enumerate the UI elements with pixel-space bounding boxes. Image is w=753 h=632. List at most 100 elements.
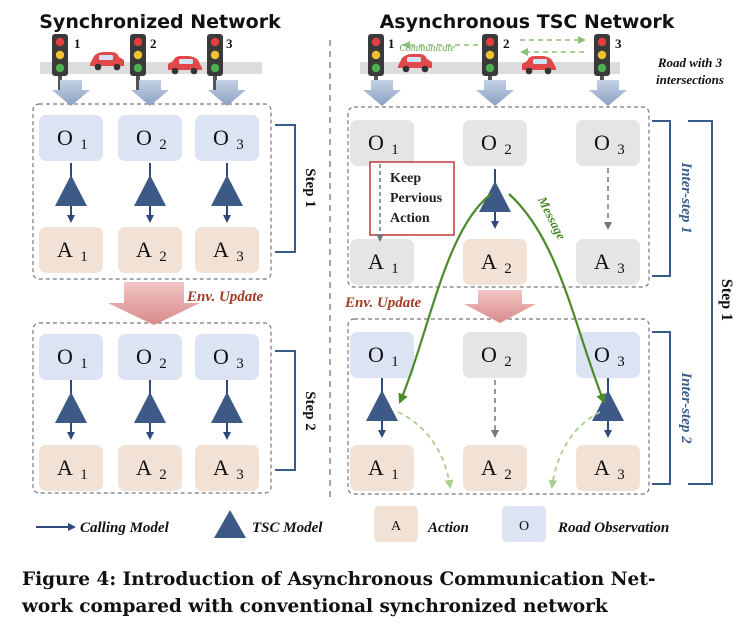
- observation-box: [39, 334, 103, 380]
- node-subscript: 2: [159, 356, 167, 372]
- red-lamp: [371, 37, 381, 47]
- tsc-model-icon: [134, 175, 166, 206]
- wheel: [190, 67, 198, 75]
- wheel: [544, 67, 552, 75]
- left-road: [40, 62, 262, 74]
- left-step1-bracket: [275, 124, 296, 253]
- tsc-model-icon: [479, 181, 511, 212]
- node-subscript: 2: [504, 354, 512, 370]
- action-box: [118, 227, 182, 273]
- node-letter: A: [213, 455, 229, 480]
- observation-box: [39, 115, 103, 161]
- keep-action-line1: Keep: [390, 171, 421, 186]
- observation-box: [463, 332, 527, 378]
- node-letter: A: [136, 237, 152, 262]
- car-icon: [168, 56, 202, 75]
- node-subscript: 2: [159, 137, 167, 153]
- node-subscript: 3: [617, 354, 625, 370]
- input-arrow: [476, 80, 514, 106]
- right-step1-bracket: [688, 120, 713, 485]
- node-subscript: 3: [617, 261, 625, 277]
- wheel: [113, 63, 121, 71]
- yellow-lamp: [133, 50, 143, 60]
- green-lamp: [597, 63, 607, 73]
- legend-action-label: Action: [427, 520, 469, 536]
- car-window: [407, 57, 421, 62]
- green-lamp: [485, 63, 495, 73]
- node-letter: O: [594, 130, 610, 155]
- node-letter: A: [57, 455, 73, 480]
- wheel: [421, 65, 429, 73]
- tsc-models: [55, 163, 624, 440]
- node-subscript: 3: [236, 249, 244, 265]
- figure-caption: Figure 4: Introduction of Asynchronous C…: [22, 566, 742, 620]
- car-icon: [522, 56, 556, 75]
- tsc-model-icon: [211, 175, 243, 206]
- node-letter: A: [136, 455, 152, 480]
- road-note-line1: Road with 3: [657, 55, 723, 70]
- left-env-update-arrow: [108, 282, 200, 325]
- node-letter: A: [481, 249, 497, 274]
- tsc-model: [134, 163, 166, 223]
- action-box: [463, 239, 527, 285]
- yellow-lamp: [371, 50, 381, 60]
- node-subscript: 3: [617, 467, 625, 483]
- legend: Calling Model TSC Model A Action O Road …: [36, 506, 669, 542]
- node-letter: O: [594, 342, 610, 367]
- right-env-update-arrow: [464, 290, 536, 323]
- tsc-model: [211, 163, 243, 223]
- right-interstep1-bracket: [652, 120, 671, 277]
- caption-line-1: Figure 4: Introduction of Asynchronous C…: [22, 569, 656, 590]
- action-box: [576, 239, 640, 285]
- yellow-lamp: [55, 50, 65, 60]
- tsc-model: [55, 163, 87, 223]
- node-letter: A: [481, 455, 497, 480]
- yellow-lamp: [210, 50, 220, 60]
- green-lamp: [210, 63, 220, 73]
- car-window: [533, 59, 547, 64]
- observation-box: [576, 120, 640, 166]
- legend-obs-box: [502, 506, 546, 542]
- observation-box: [195, 115, 259, 161]
- node-letter: O: [481, 342, 497, 367]
- light-pole: [136, 74, 140, 92]
- light-pole: [213, 74, 217, 92]
- right-title: Asynchronous TSC Network: [380, 11, 675, 33]
- red-lamp: [210, 37, 220, 47]
- observation-box: [350, 120, 414, 166]
- input-arrows: [52, 80, 627, 106]
- tsc-model: [592, 378, 624, 438]
- node-letter: O: [136, 344, 152, 369]
- legend-tsc-label: TSC Model: [252, 520, 323, 536]
- right-interstep1-frame: [347, 106, 650, 288]
- keep-action-box: [369, 161, 455, 236]
- right-interstep2-frame: [347, 318, 650, 495]
- car-icon: [90, 52, 124, 71]
- light-label-2: 2: [150, 36, 157, 51]
- legend-obs-label: Road Observation: [557, 520, 669, 536]
- left-road-scene: 1 2 3: [40, 34, 262, 92]
- input-arrow: [363, 80, 401, 106]
- async-update-arrow-left: [397, 411, 454, 489]
- right-road-scene: 1 2 3 Communicate Road with 3 intersecti…: [360, 34, 724, 92]
- right-interstep1-label: Inter-step 1: [678, 161, 694, 233]
- left-step2-label: Step 2: [302, 391, 318, 431]
- node-subscript: 1: [80, 467, 88, 483]
- node-letter: A: [57, 237, 73, 262]
- action-box: [39, 445, 103, 491]
- node-letter: O: [368, 342, 384, 367]
- action-box: [463, 445, 527, 491]
- yellow-lamp: [485, 50, 495, 60]
- async-update-arrow-right: [548, 411, 601, 489]
